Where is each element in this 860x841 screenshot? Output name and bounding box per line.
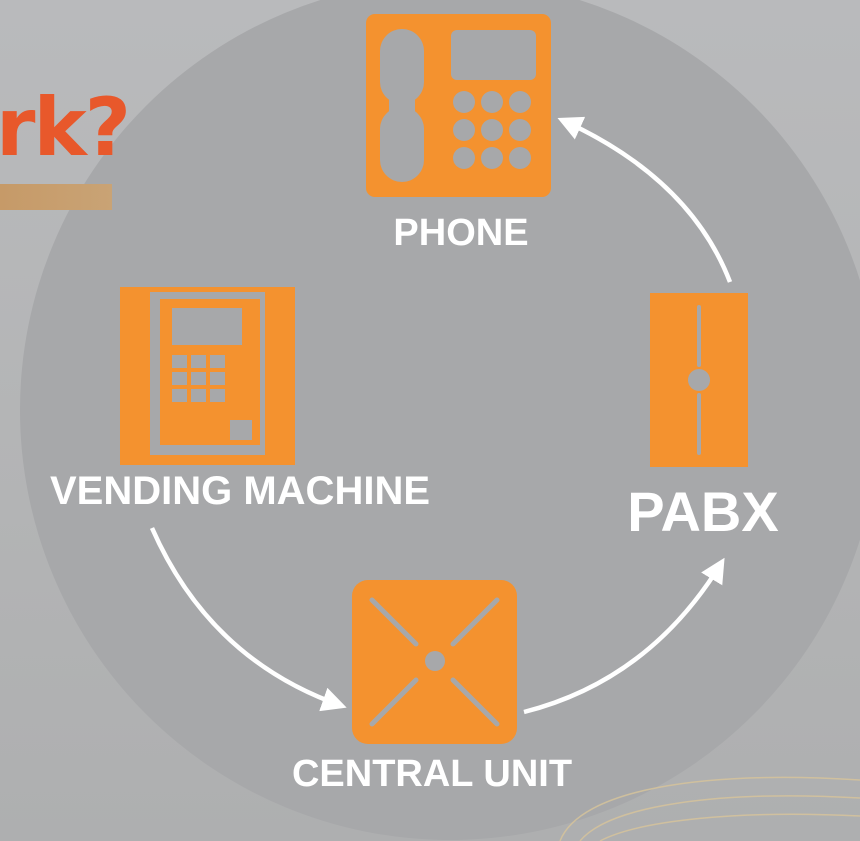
pabx-label: PABX [627,480,779,543]
arrow-pabx-to-phone [557,116,733,283]
phone-label: PHONE [393,212,529,254]
vending-machine-label: VENDING MACHINE [49,469,431,513]
page-title-fragment: rk? [0,81,131,174]
central-unit-icon [352,580,517,744]
central-unit-label: CENTRAL UNIT [291,753,573,795]
title-underline-bar [0,184,112,210]
decorative-swirl [559,776,860,841]
pabx-rack-icon [650,293,748,467]
arrow-vending-to-central [149,527,347,712]
desk-phone-icon [366,14,551,197]
vending-machine-icon [120,287,295,465]
arrow-central-to-pabx [523,557,725,715]
